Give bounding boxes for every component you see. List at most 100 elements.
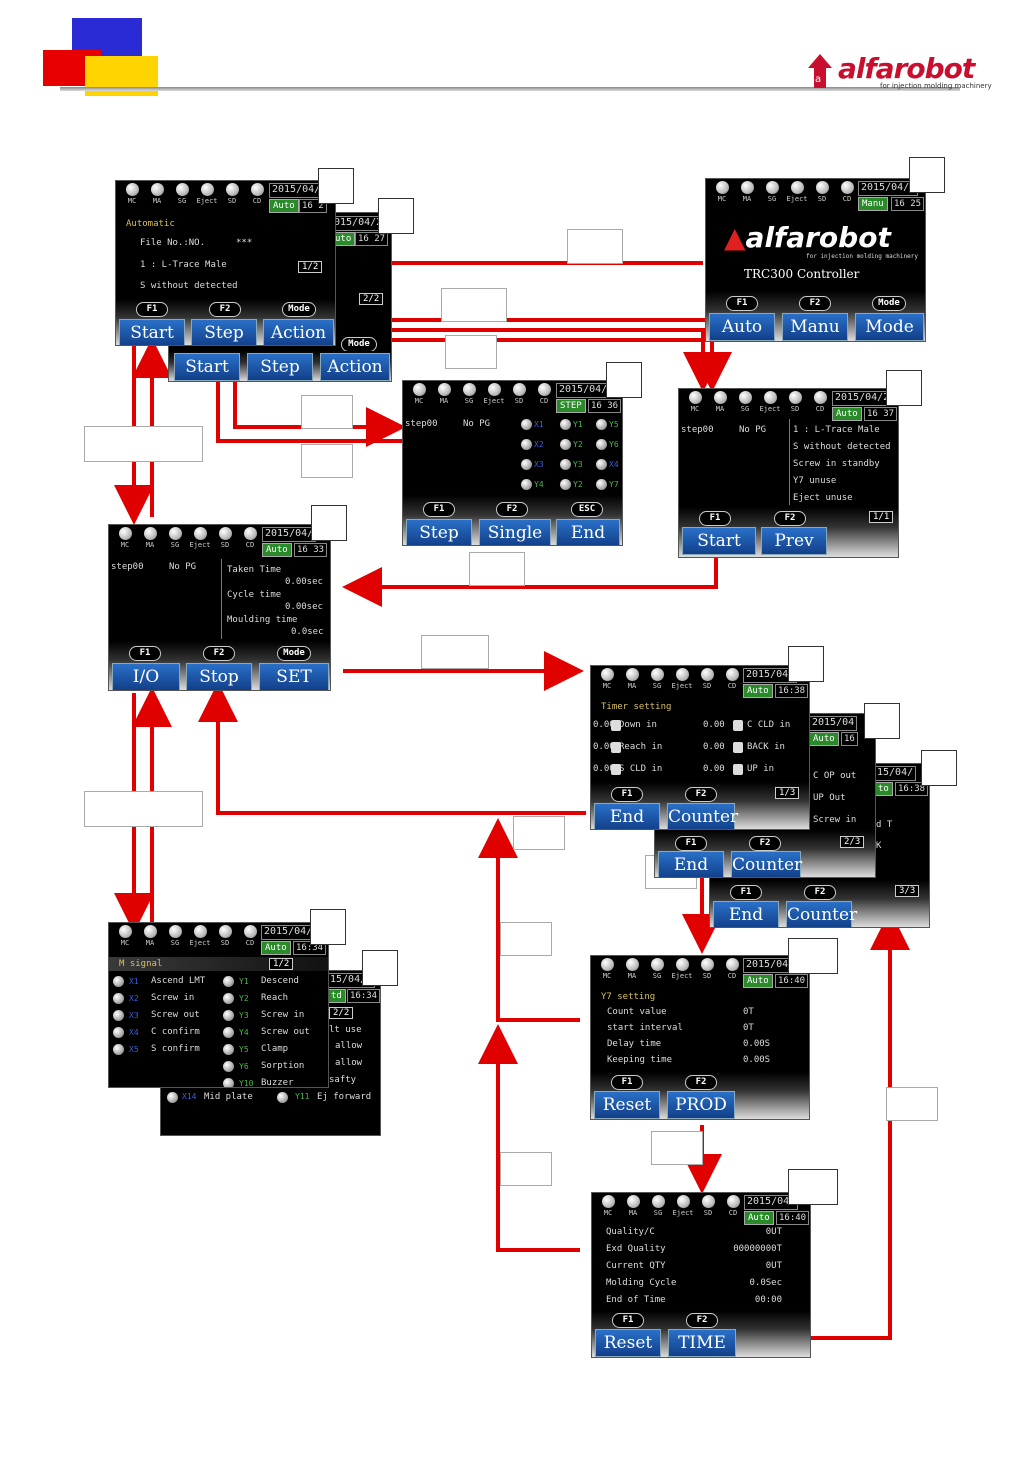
set-button[interactable]: SET (259, 663, 329, 690)
start-button[interactable]: Start (174, 353, 240, 381)
lamp-label: CD (245, 939, 255, 947)
io-lamp-icon (596, 459, 607, 470)
f2-key[interactable]: F2 (686, 1313, 718, 1328)
end-button[interactable]: End (556, 519, 620, 545)
f1-key[interactable]: F1 (699, 511, 731, 526)
f2-key[interactable]: F2 (209, 302, 241, 317)
f2-key[interactable]: F2 (799, 296, 831, 311)
status-lamp-icon (716, 181, 729, 194)
end-button[interactable]: End (713, 901, 779, 927)
setting-value[interactable]: 0T (743, 1023, 754, 1033)
date-display: 2015/04/ (743, 958, 798, 973)
manu-button[interactable]: Manu (782, 313, 848, 341)
lamp-label: MA (145, 939, 155, 947)
f2-key[interactable]: F2 (203, 646, 235, 661)
step-button[interactable]: Step (191, 319, 257, 345)
f2-key[interactable]: F2 (804, 885, 836, 900)
timer-value[interactable]: 0.00 (593, 720, 615, 730)
status-lamp-icon (601, 958, 614, 971)
lamp-label: MA (627, 972, 637, 980)
end-button[interactable]: End (594, 803, 660, 829)
timer-value[interactable]: 0.00 (703, 764, 725, 774)
counter-label: End of Time (606, 1295, 666, 1305)
mode-badge: Manu (858, 197, 888, 211)
f1-key[interactable]: F1 (675, 836, 707, 851)
action-button[interactable]: Action (320, 353, 390, 381)
io2-row: lt use (329, 1025, 362, 1035)
timer-value[interactable]: 0.00 (703, 742, 725, 752)
counter-button[interactable]: Counter (786, 901, 857, 927)
mode-button[interactable]: Mode (855, 313, 924, 341)
actuator-icon (733, 764, 743, 775)
io-label: Screw in (151, 993, 195, 1003)
label-box (301, 444, 353, 478)
lamp-label: CD (252, 197, 262, 205)
f2-key[interactable]: F2 (496, 502, 528, 517)
setting-value[interactable]: 0.00S (743, 1039, 771, 1049)
status-lamp-icon (726, 668, 739, 681)
counter-value[interactable]: 0UT (765, 1261, 782, 1271)
mode-badge: Auto (832, 407, 862, 421)
status-lamp-icon (627, 1195, 640, 1208)
status-lamp-icon (814, 391, 827, 404)
f2-key[interactable]: F2 (685, 1075, 717, 1090)
f1-key[interactable]: F1 (612, 1313, 644, 1328)
counter-value[interactable]: 00:00 (754, 1295, 782, 1305)
lamp-label: MC (120, 541, 130, 549)
setting-value[interactable]: 0T (743, 1007, 754, 1017)
mode-key[interactable]: Mode (282, 302, 316, 317)
f1-key[interactable]: F1 (611, 1075, 643, 1090)
time-display: 16:40 (775, 974, 809, 988)
end-button[interactable]: End (658, 851, 724, 877)
time-display: 16 (841, 732, 858, 746)
lamp-label: SD (514, 397, 524, 405)
f1-key[interactable]: F1 (730, 885, 762, 900)
io-lamp-icon (560, 479, 571, 490)
counter-value[interactable]: 0UT (765, 1227, 782, 1237)
f2-key[interactable]: F2 (749, 836, 781, 851)
reset-button[interactable]: Reset (594, 1091, 660, 1119)
timer-value[interactable]: 0.00 (593, 742, 615, 752)
status-lamp-icon (701, 958, 714, 971)
start-button[interactable]: Start (119, 319, 185, 345)
time-button[interactable]: TIME (668, 1329, 736, 1357)
mode-key[interactable]: Mode (277, 646, 311, 661)
start-button[interactable]: Start (682, 527, 756, 555)
counter-value[interactable]: 00000000T (733, 1244, 782, 1254)
file-no-value: *** (236, 238, 253, 248)
counter-value[interactable]: 0.0Sec (749, 1278, 782, 1288)
mode-badge: td (327, 989, 346, 1003)
mode-key[interactable]: Mode (872, 296, 906, 311)
single-button[interactable]: Single (479, 519, 551, 545)
stop-button[interactable]: Stop (186, 663, 252, 690)
lamp-label: MA (627, 682, 637, 690)
prod-button[interactable]: PROD (667, 1091, 735, 1119)
time-display: 16 37 (864, 407, 898, 421)
f1-key[interactable]: F1 (611, 787, 643, 802)
f2-key[interactable]: F2 (774, 511, 806, 526)
prev-button[interactable]: Prev (761, 527, 827, 555)
f1-key[interactable]: F1 (129, 646, 161, 661)
timer-row: UP Out (813, 793, 846, 803)
auto-button[interactable]: Auto (709, 313, 775, 341)
lamp-label: SG (170, 939, 180, 947)
step-button[interactable]: Step (247, 353, 313, 381)
reset-button[interactable]: Reset (595, 1329, 661, 1357)
action-button[interactable]: Action (263, 319, 334, 345)
counter-button[interactable]: Counter (667, 803, 738, 829)
f1-key[interactable]: F1 (136, 302, 168, 317)
counter-button[interactable]: Counter (731, 851, 802, 877)
io-lamp-icon (596, 419, 607, 430)
mode-key[interactable]: Mode (341, 337, 377, 352)
setting-value[interactable]: 0.00S (743, 1055, 771, 1065)
screen-number-box (378, 198, 414, 234)
esc-key[interactable]: ESC (571, 502, 603, 517)
timer-value[interactable]: 0.00 (703, 720, 725, 730)
f1-key[interactable]: F1 (726, 296, 758, 311)
io-button[interactable]: I/O (112, 663, 180, 690)
io-lamp-icon (560, 439, 571, 450)
timer-value[interactable]: 0.00 (593, 764, 615, 774)
f2-key[interactable]: F2 (685, 787, 717, 802)
f1-key[interactable]: F1 (423, 502, 455, 517)
step-button[interactable]: Step (406, 519, 472, 545)
